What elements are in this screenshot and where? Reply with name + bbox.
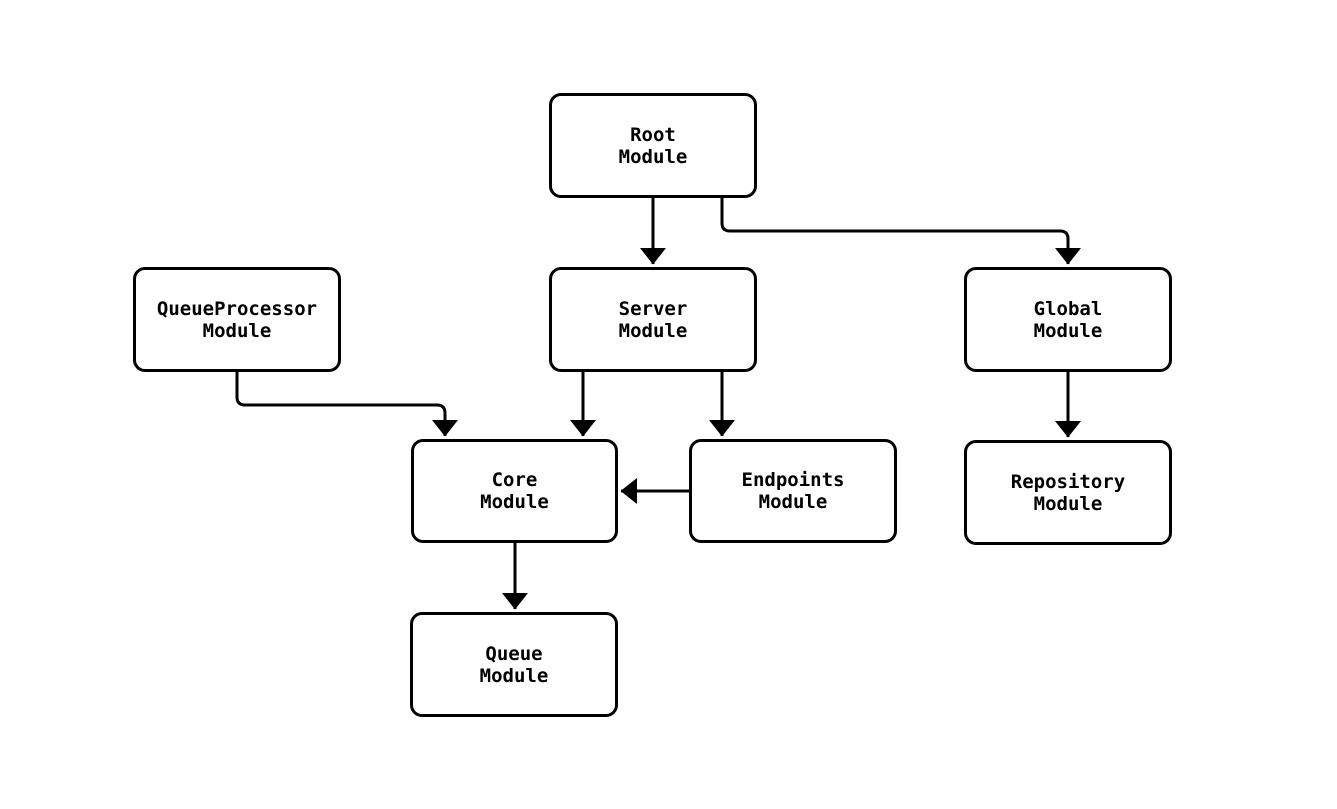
edge-queueprocessor-to-core — [235, 372, 458, 437]
node-core-module: Core Module — [411, 439, 618, 543]
node-repository-module: Repository Module — [964, 440, 1172, 545]
node-global-module: Global Module — [964, 267, 1172, 372]
node-queue-module: Queue Module — [410, 612, 618, 717]
node-endpoints-module: Endpoints Module — [689, 439, 897, 543]
node-server-module: Server Module — [549, 267, 757, 372]
edge-root-to-global — [720, 198, 1081, 265]
node-queueprocessor-module: QueueProcessor Module — [133, 267, 341, 372]
node-root-module: Root Module — [549, 93, 757, 198]
